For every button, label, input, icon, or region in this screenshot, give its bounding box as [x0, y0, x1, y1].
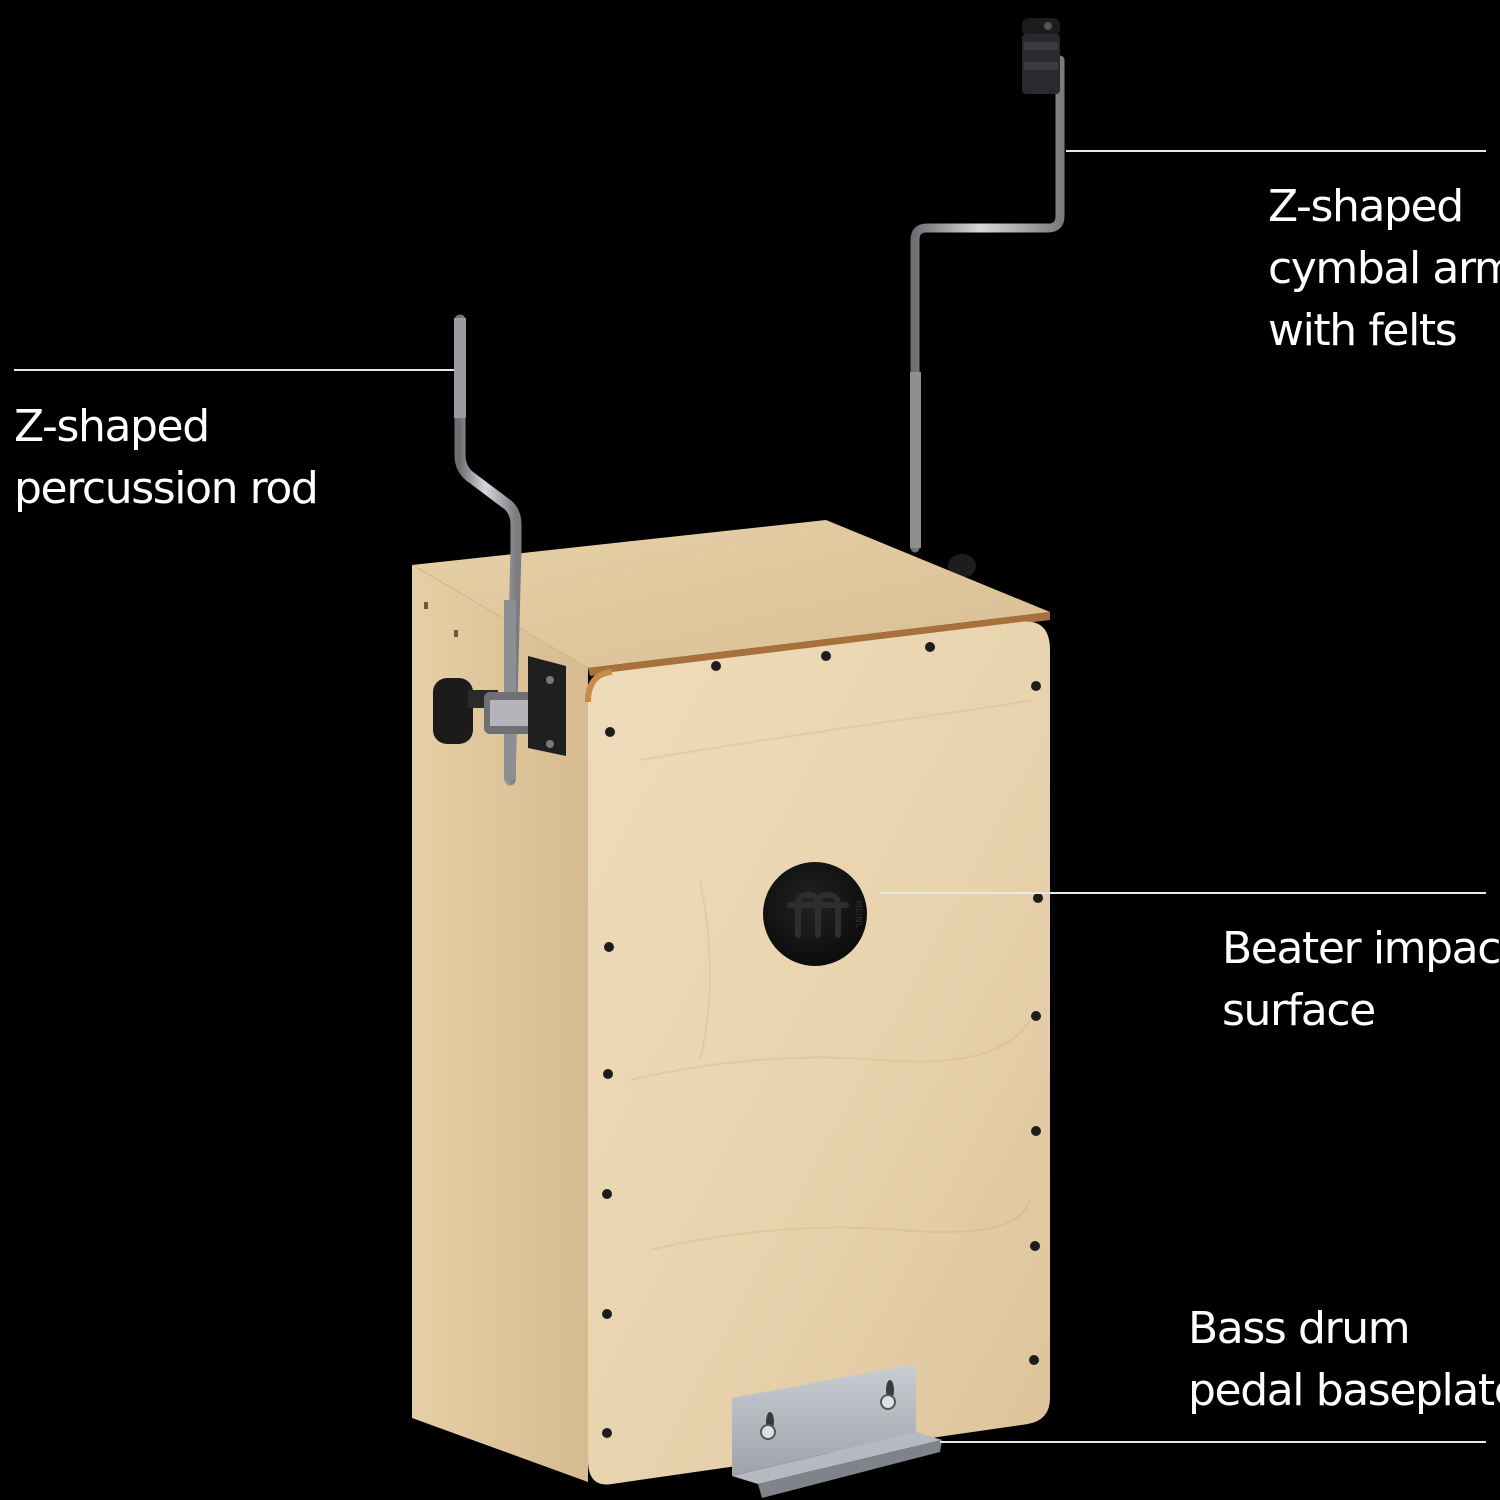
cajon-front	[588, 621, 1050, 1485]
clamp-knob-icon	[433, 656, 566, 756]
meinl-logo-icon	[787, 891, 849, 938]
pedal-baseplate	[732, 1364, 942, 1498]
beater-surface-label-line-2: surface	[1222, 985, 1376, 1036]
cajon-top	[412, 520, 1050, 668]
baseplate-label-line-2: pedal baseplate	[1188, 1365, 1500, 1416]
percussion-rod-label-line-2: percussion rod	[14, 463, 319, 514]
svg-text:MEINL: MEINL	[853, 900, 863, 928]
percussion-rod-label-line-1: Z-shaped	[14, 401, 210, 452]
cymbal-arm-leader	[1066, 150, 1486, 152]
cymbal-arm-label-line-1: Z-shaped	[1268, 181, 1464, 232]
cymbal-arm-label-line-2: cymbal arm	[1268, 243, 1500, 294]
front-screws	[602, 642, 1043, 1438]
percussion-rod-label: Z-shaped percussion rod	[14, 396, 319, 520]
cymbal-arm-label: Z-shaped cymbal arm with felts	[1268, 176, 1500, 362]
cymbal-felt-icon	[1022, 18, 1060, 94]
beater-surface-label-line-1: Beater impact	[1222, 923, 1500, 974]
cymbal-arm	[910, 18, 1065, 578]
beater-surface-label: Beater impact surface	[1222, 918, 1500, 1042]
baseplate-leader	[940, 1441, 1486, 1443]
baseplate-label: Bass drum pedal baseplate	[1188, 1298, 1500, 1422]
cymbal-arm-label-line-3: with felts	[1268, 305, 1458, 356]
percussion-rod	[433, 314, 566, 786]
cajon-side	[412, 565, 588, 1482]
baseplate-label-line-1: Bass drum	[1188, 1303, 1411, 1354]
beater-surface-leader	[880, 892, 1486, 894]
beater-pad: MEINL	[763, 862, 867, 966]
percussion-rod-leader	[14, 369, 454, 371]
